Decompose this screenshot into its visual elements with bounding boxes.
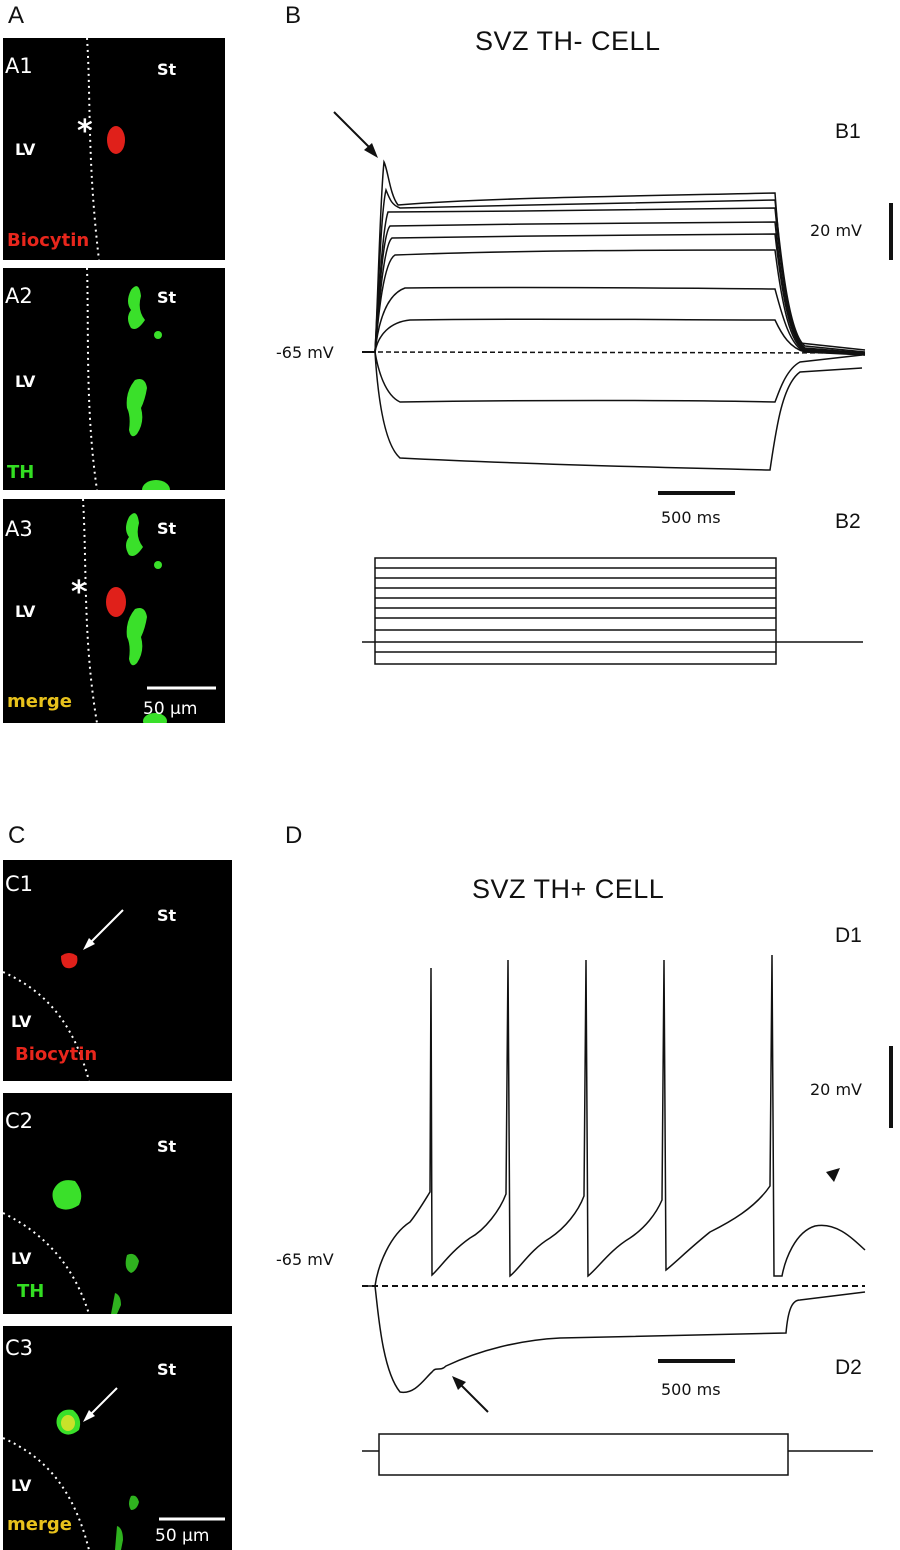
panel-letter-b: B [285,2,302,29]
panel-b1-label: B1 [835,120,861,143]
region-label-striatum: St [157,1137,177,1156]
voltage-scale-label: 20 mV [810,1080,862,1099]
micrograph-a1-image [86,38,125,260]
panel-d2-label: D2 [835,1356,862,1379]
panel-d-title: SVZ TH+ CELL [472,874,665,904]
micrograph-a2-image [86,268,170,490]
arrow-annotation [452,1376,489,1413]
arrow-annotation [333,111,378,158]
resting-potential-label: -65 mV [276,343,334,362]
region-label-ventricle: LV [11,1012,32,1031]
stain-label-th: TH [7,462,35,483]
micrograph-c1-label: C1 [5,872,34,896]
region-label-ventricle: LV [15,140,36,159]
region-label-striatum: St [157,1360,177,1379]
asterisk-marker: * [71,575,87,610]
micrograph-c3: C3 St LV merge 50 μm [3,1326,232,1550]
stain-label-th: TH [17,1281,45,1302]
micrograph-a3: A3 St LV * merge 50 μm [3,499,225,723]
micrograph-c2-image [3,1180,139,1314]
micrograph-a2: A2 St LV TH [3,268,225,490]
asterisk-marker: * [77,114,93,149]
region-label-ventricle: LV [11,1476,32,1495]
micrograph-c1: C1 St LV Biocytin [3,860,232,1081]
micrograph-c3-label: C3 [5,1336,34,1360]
arrowhead-annotation [826,1168,840,1182]
scale-bar-label: 50 μm [143,699,198,719]
micrograph-a3-label: A3 [5,517,33,541]
region-label-striatum: St [157,60,177,79]
micrograph-c2-label: C2 [5,1109,34,1133]
panel-d1-label: D1 [835,924,862,947]
micrograph-c3-image [3,1387,225,1550]
time-scale-label: 500 ms [661,508,721,527]
panel-letter-d: D [285,822,303,849]
region-label-ventricle: LV [15,372,36,391]
panel-letter-a: A [8,2,25,29]
panel-b-title: SVZ TH- CELL [475,26,661,56]
time-scale-label: 500 ms [661,1380,721,1399]
micrograph-a3-image [82,499,216,723]
stain-label-merge: merge [7,1514,72,1535]
micrograph-c2: C2 St LV TH [3,1093,232,1314]
panel-b-traces [333,111,893,665]
micrograph-a2-label: A2 [5,284,33,308]
micrograph-c1-image [3,909,124,1081]
voltage-scale-label: 20 mV [810,221,862,240]
micrograph-a1-label: A1 [5,54,33,78]
stain-label-biocytin: Biocytin [15,1044,98,1065]
region-label-ventricle: LV [15,602,36,621]
region-label-striatum: St [157,288,177,307]
stain-label-merge: merge [7,691,72,712]
voltage-traces [361,159,866,471]
region-label-ventricle: LV [11,1249,32,1268]
panel-b2-label: B2 [835,510,861,533]
region-label-striatum: St [157,906,177,925]
resting-potential-label: -65 mV [276,1250,334,1269]
micrograph-a1: A1 St LV * Biocytin [3,38,225,260]
voltage-traces [362,954,866,1393]
region-label-striatum: St [157,519,177,538]
current-step-protocol [362,557,863,665]
panel-letter-c: C [8,822,26,849]
scale-bar-label: 50 μm [155,1526,210,1546]
stain-label-biocytin: Biocytin [7,230,90,251]
current-step-protocol [362,1433,873,1476]
